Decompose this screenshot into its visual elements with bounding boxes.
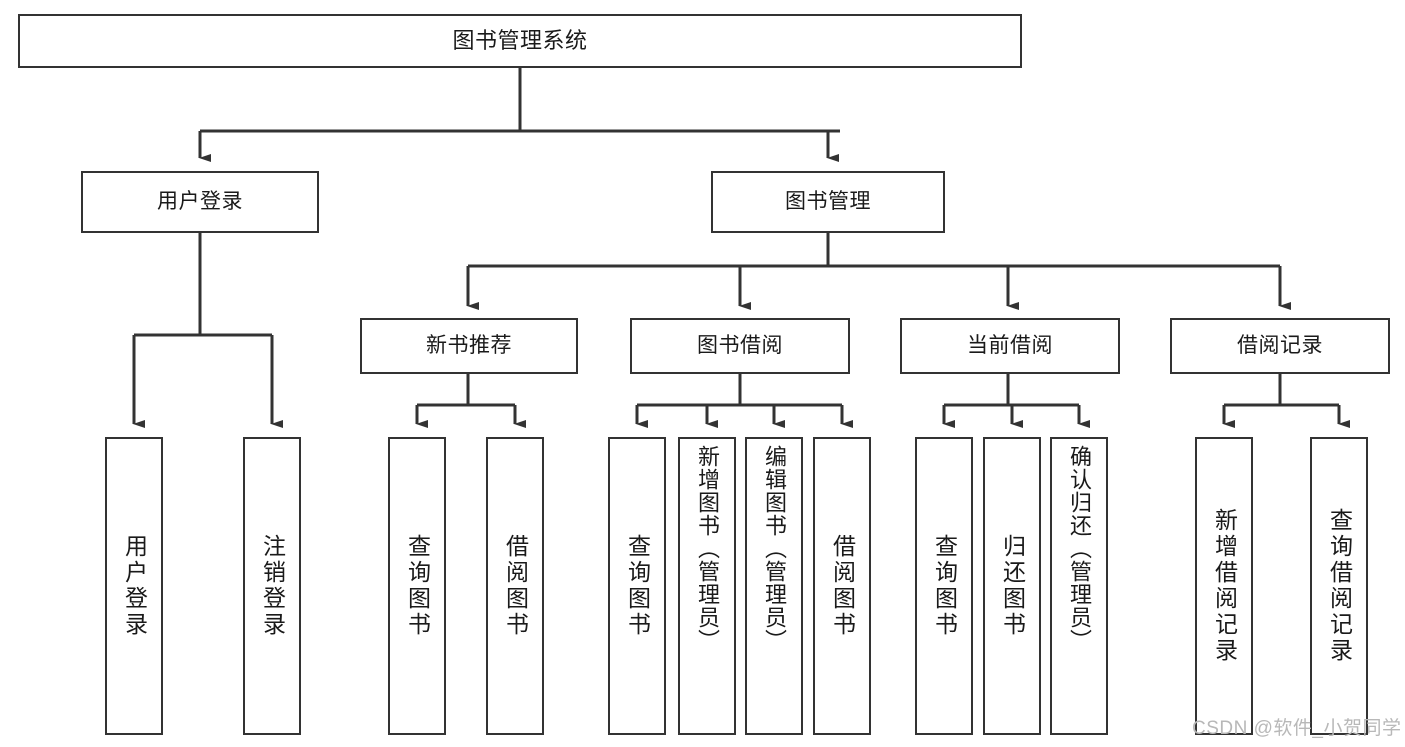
node-leaf-query-book-recommend[interactable]: 查询图书 [388, 437, 446, 735]
node-book-manage[interactable]: 图书管理 [711, 171, 945, 233]
node-leaf-query-book-current[interactable]: 查询图书 [915, 437, 973, 735]
node-leaf-query-book-current-label: 查询图书 [931, 534, 958, 638]
node-new-book-recommend[interactable]: 新书推荐 [360, 318, 578, 374]
node-user-login-label: 用户登录 [157, 189, 243, 213]
node-leaf-borrow-book[interactable]: 借阅图书 [813, 437, 871, 735]
node-leaf-borrow-book-recommend-label: 借阅图书 [502, 534, 529, 638]
node-borrow-record[interactable]: 借阅记录 [1170, 318, 1390, 374]
node-leaf-query-book-borrow-label: 查询图书 [624, 534, 651, 638]
node-leaf-user-login-label: 用户登录 [121, 534, 148, 638]
node-leaf-user-login[interactable]: 用户登录 [105, 437, 163, 735]
node-leaf-logout-label: 注销登录 [259, 534, 286, 638]
node-leaf-query-borrow-record[interactable]: 查询借阅记录 [1310, 437, 1368, 735]
node-book-borrow[interactable]: 图书借阅 [630, 318, 850, 374]
node-leaf-confirm-return-admin-label: 确认归还（管理员） [1067, 445, 1092, 652]
node-leaf-confirm-return-admin[interactable]: 确认归还（管理员） [1050, 437, 1108, 735]
node-root-system[interactable]: 图书管理系统 [18, 14, 1022, 68]
node-leaf-query-book-borrow[interactable]: 查询图书 [608, 437, 666, 735]
node-book-borrow-label: 图书借阅 [697, 333, 783, 357]
node-root-system-label: 图书管理系统 [452, 28, 588, 54]
node-leaf-borrow-book-recommend[interactable]: 借阅图书 [486, 437, 544, 735]
node-leaf-edit-book-admin-label: 编辑图书（管理员） [762, 445, 787, 652]
node-leaf-return-book-label: 归还图书 [999, 534, 1026, 638]
node-leaf-add-borrow-record-label: 新增借阅记录 [1211, 508, 1238, 664]
node-borrow-record-label: 借阅记录 [1237, 333, 1323, 357]
node-book-manage-label: 图书管理 [785, 189, 871, 213]
node-current-borrow[interactable]: 当前借阅 [900, 318, 1120, 374]
node-new-book-recommend-label: 新书推荐 [426, 333, 512, 357]
node-leaf-query-borrow-record-label: 查询借阅记录 [1326, 508, 1353, 664]
node-current-borrow-label: 当前借阅 [967, 333, 1053, 357]
node-leaf-return-book[interactable]: 归还图书 [983, 437, 1041, 735]
node-leaf-logout[interactable]: 注销登录 [243, 437, 301, 735]
node-leaf-add-borrow-record[interactable]: 新增借阅记录 [1195, 437, 1253, 735]
node-user-login[interactable]: 用户登录 [81, 171, 319, 233]
node-leaf-add-book-admin[interactable]: 新增图书（管理员） [678, 437, 736, 735]
node-leaf-add-book-admin-label: 新增图书（管理员） [695, 445, 720, 652]
node-leaf-query-book-recommend-label: 查询图书 [404, 534, 431, 638]
node-leaf-edit-book-admin[interactable]: 编辑图书（管理员） [745, 437, 803, 735]
node-leaf-borrow-book-label: 借阅图书 [829, 534, 856, 638]
